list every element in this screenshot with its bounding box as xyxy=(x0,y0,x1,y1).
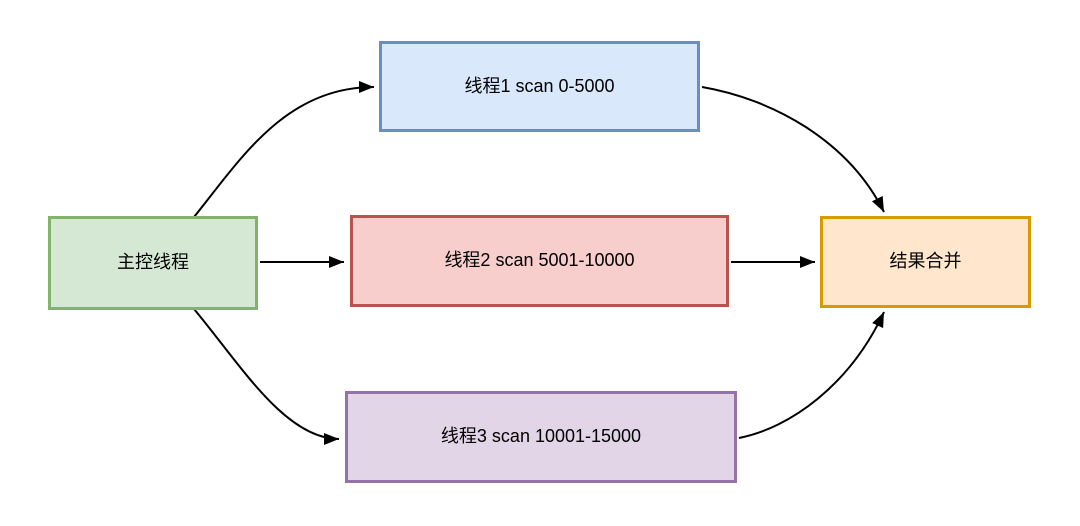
node-main-control-thread-label: 主控线程 xyxy=(117,252,189,273)
node-thread2-scan: 线程2 scan 5001-10000 xyxy=(350,215,729,307)
node-thread3-scan-label: 线程3 scan 10001-15000 xyxy=(440,426,642,447)
edge-thread1-to-merge-arrow xyxy=(701,86,885,213)
node-thread1-scan: 线程1 scan 0-5000 xyxy=(379,41,700,132)
node-thread3-scan: 线程3 scan 10001-15000 xyxy=(345,391,737,483)
node-main-control-thread: 主控线程 xyxy=(48,216,258,310)
edge-thread3-to-merge-arrow xyxy=(738,311,885,439)
node-thread2-scan-label: 线程2 scan 5001-10000 xyxy=(444,250,635,271)
edge-main-to-thread1-arrow xyxy=(193,81,375,218)
node-thread1-scan-label: 线程1 scan 0-5000 xyxy=(464,75,615,96)
node-result-merge: 结果合并 xyxy=(820,216,1031,308)
edge-main-to-thread3-arrow xyxy=(193,308,340,445)
node-result-merge-label: 结果合并 xyxy=(889,251,962,272)
